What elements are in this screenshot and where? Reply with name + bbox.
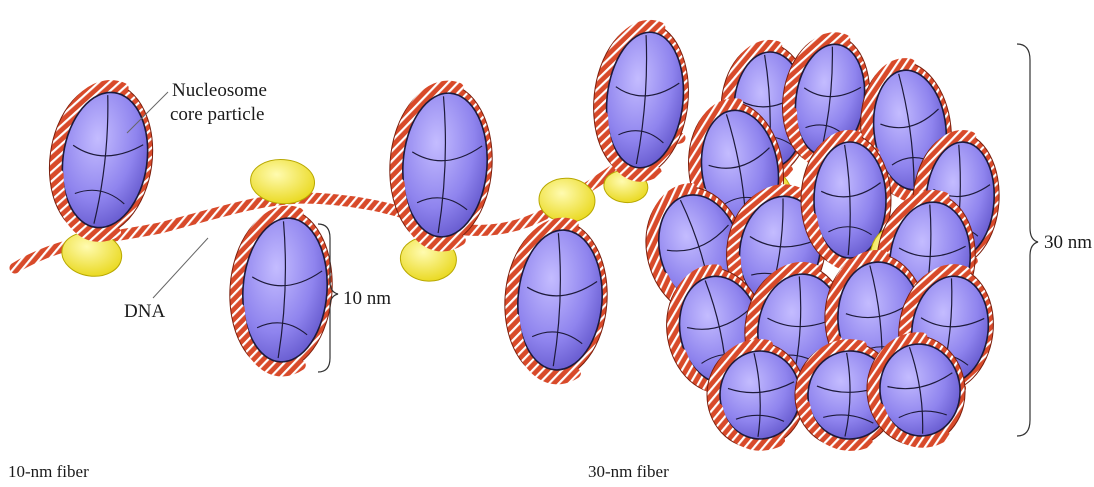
dna-label: DNA: [124, 301, 165, 323]
nucleosome: [382, 80, 498, 285]
nucleosome: [224, 156, 341, 374]
nucleosome: [707, 342, 805, 448]
dimension-30nm-label: 30 nm: [1044, 232, 1092, 254]
dimension-brace-30nm: [1017, 44, 1038, 436]
nucleosome-label: Nucleosome: [172, 80, 267, 102]
fiber-10nm-caption: 10-nm fiber: [8, 462, 89, 482]
dna-leader-line: [153, 238, 208, 298]
core-particle-label: core particle: [170, 104, 264, 126]
fiber-30nm-caption: 30-nm fiber: [588, 462, 669, 482]
nucleosome: [500, 174, 616, 382]
dimension-10nm-label: 10 nm: [343, 288, 391, 310]
